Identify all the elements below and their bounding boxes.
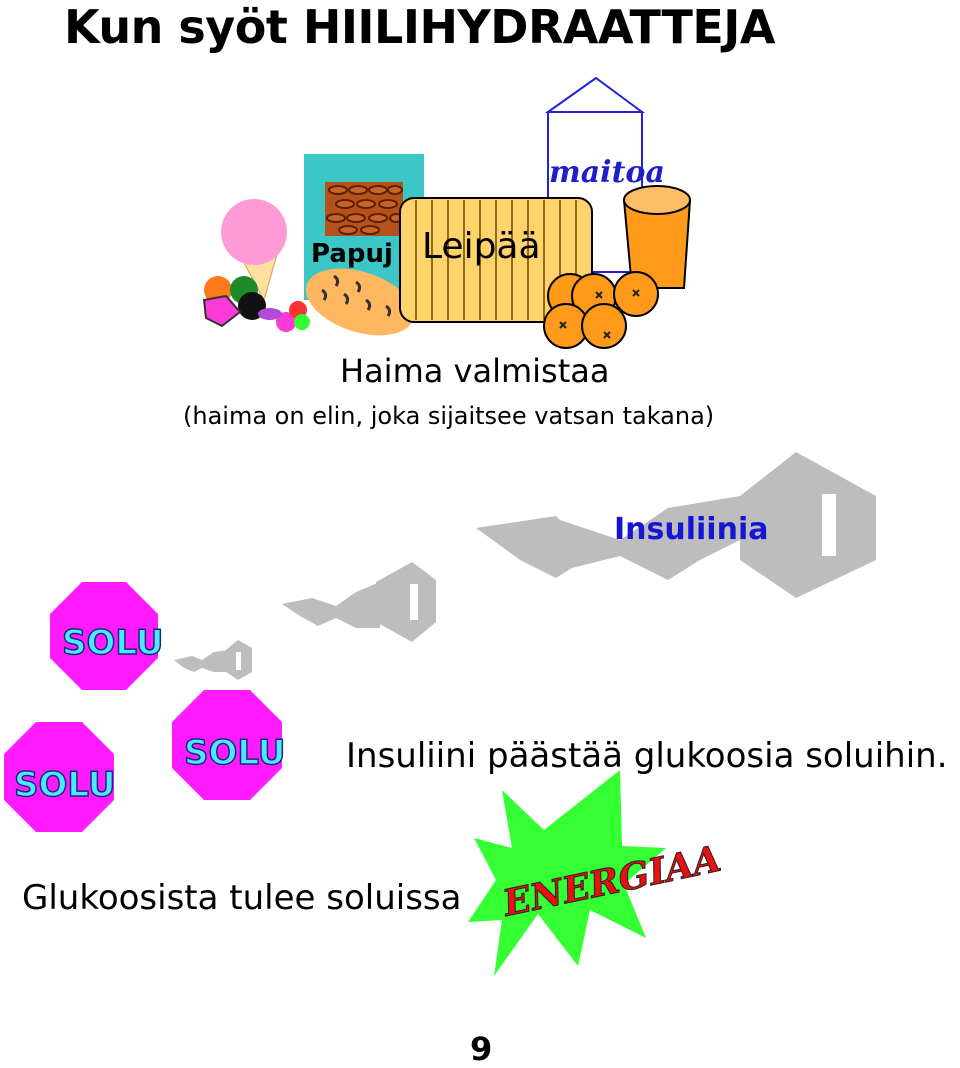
papuja-label: Papuj (311, 239, 393, 269)
glucose-text: Glukoosista tulee soluissa (22, 878, 461, 918)
leipaa-label: Leipää (422, 226, 541, 267)
key-small (174, 640, 252, 680)
energy-burst: ENERGIAA (468, 770, 724, 976)
pancreas-heading: Haima valmistaa (340, 352, 609, 390)
insulin-label: Insuliinia (614, 512, 768, 547)
page-number: 9 (470, 1030, 492, 1068)
page-title: Kun syöt HIILIHYDRAATTEJA (64, 0, 775, 54)
key-medium (282, 562, 436, 642)
cell-1-label: SOLU (62, 623, 163, 663)
cell-3-label: SOLU (14, 765, 115, 805)
cell-2-label: SOLU (184, 733, 285, 773)
oranges (544, 272, 658, 348)
maitoa-label: maitoa (549, 155, 665, 190)
insulin-release-text: Insuliini päästää glukoosia soluihin. (346, 736, 948, 776)
pancreas-note: (haima on elin, joka sijaitsee vatsan ta… (183, 402, 714, 430)
